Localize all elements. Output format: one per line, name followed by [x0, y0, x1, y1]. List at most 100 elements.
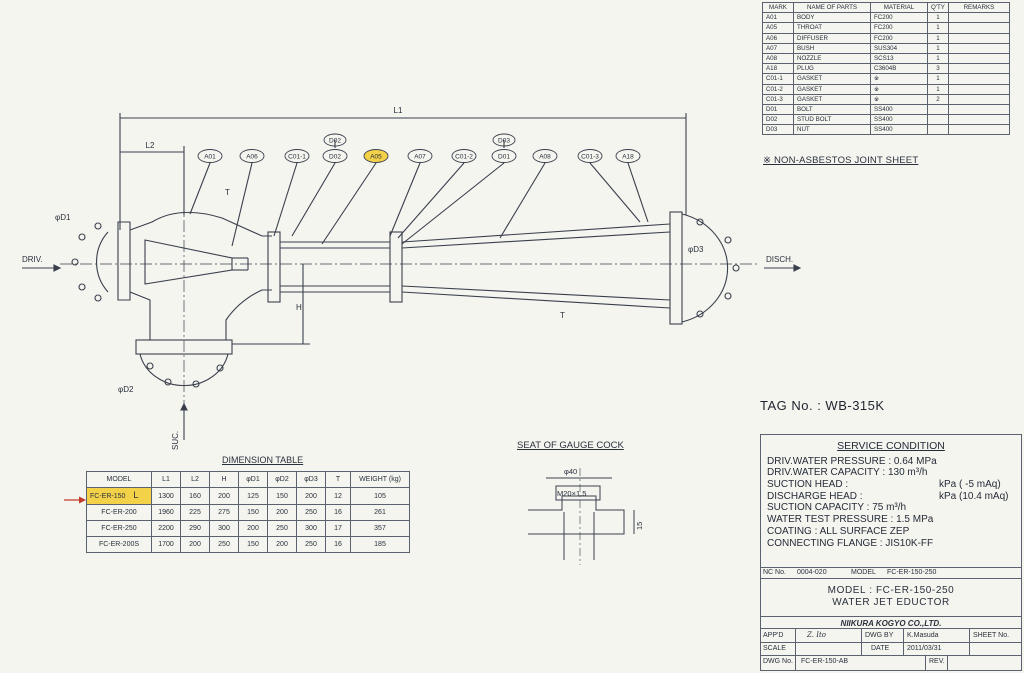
dimension-cell: FC-ER-150 L: [86, 487, 152, 505]
parts-cell: C01-2: [762, 83, 794, 95]
parts-cell: ※: [870, 73, 928, 85]
callout-bubble: [197, 149, 223, 163]
body-upper: [129, 211, 272, 237]
parts-cell: NUT: [793, 124, 871, 136]
parts-cell: D03: [762, 124, 794, 136]
parts-cell: [947, 52, 1010, 65]
service-condition-row: SUCTION HEAD :kPa ( -5 mAq): [761, 479, 1021, 491]
dimension-cell: 1300: [151, 487, 181, 505]
dimension-cell: 300: [296, 520, 326, 537]
parts-cell: [947, 22, 1010, 34]
service-condition-row: DRIV.WATER PRESSURE : 0.64 MPa: [761, 456, 1021, 468]
service-condition-value: kPa (10.4 mAq): [939, 490, 1009, 502]
callout-bubble: [492, 133, 516, 147]
parts-cell: C01-1: [762, 73, 794, 85]
dimension-cell: 16: [325, 504, 351, 521]
flow-driv-label: DRIV.: [22, 255, 43, 264]
nc-no-value: 0004-020: [797, 569, 827, 576]
parts-cell: [947, 114, 1010, 126]
model-value: FC-ER-150-250: [887, 569, 937, 576]
dim-t-label-bottom: T: [560, 311, 565, 320]
dimension-header-cell: H: [209, 471, 239, 488]
parts-cell: BUSH: [793, 42, 871, 54]
parts-cell: GASKET: [793, 73, 871, 85]
parts-cell: D02: [762, 114, 794, 126]
gauge-depth-label: 15: [635, 522, 644, 530]
company-name: NIIKURA KOGYO CO.,LTD.: [761, 616, 1021, 629]
callout-label: C01-1: [288, 154, 306, 161]
dimension-cell: 150: [238, 536, 268, 553]
dimension-cell: 275: [209, 504, 239, 521]
dimension-cell: 290: [180, 520, 210, 537]
parts-cell: SS400: [870, 114, 928, 126]
dimension-header-cell: φD3: [296, 471, 326, 488]
parts-cell: ※: [870, 83, 928, 95]
dimension-cell: FC-ER-200: [86, 504, 152, 521]
parts-cell: [947, 124, 1010, 136]
parts-cell: [947, 93, 1010, 105]
parts-cell: NOZZLE: [793, 52, 871, 65]
gauge-thread-label: M20×1.5: [557, 489, 586, 498]
callout-bubble: [577, 149, 603, 163]
parts-cell: 1: [927, 12, 949, 24]
parts-cell: PLUG: [793, 63, 871, 75]
dimension-cell: 125: [238, 487, 268, 505]
callout-bubble: [284, 149, 310, 163]
dimension-cell: 200: [267, 536, 297, 553]
parts-cell: BODY: [793, 12, 871, 24]
dimension-header-cell: T: [325, 471, 351, 488]
callout-label: A08: [539, 154, 551, 161]
parts-cell: GASKET: [793, 83, 871, 95]
dimension-cell: 225: [180, 504, 210, 521]
dimension-cell: 1700: [151, 536, 181, 553]
dim-d1-label: φD1: [55, 213, 71, 222]
parts-header-cell: MARK: [762, 1, 794, 14]
parts-cell: A07: [762, 42, 794, 54]
gauge-cock-title: SEAT OF GAUGE COCK: [517, 440, 624, 451]
parts-cell: C3604B: [870, 63, 928, 75]
sheet-no-label: SHEET No.: [973, 632, 1010, 639]
dimension-cell-model: FC-ER-150: [90, 493, 126, 500]
dimension-cell: FC-ER-250: [86, 520, 152, 537]
service-condition-row: SUCTION CAPACITY : 75 m³/h: [761, 502, 1021, 514]
parts-cell: SS400: [870, 103, 928, 116]
body-lower: [129, 289, 272, 340]
parts-cell: ※: [870, 93, 928, 105]
parts-cell: [927, 103, 949, 116]
parts-cell: C01-3: [762, 93, 794, 105]
dimension-cell: 12: [325, 487, 351, 505]
service-condition-row: DRIV.WATER CAPACITY : 130 m³/h: [761, 467, 1021, 479]
row-mark: L: [133, 490, 139, 500]
dimension-cell: 150: [238, 504, 268, 521]
callout-bubble: [322, 149, 348, 163]
callout-label: A05: [370, 154, 382, 161]
callout-bubble: [615, 149, 641, 163]
service-condition-title: SERVICE CONDITION: [837, 440, 945, 452]
parts-cell: FC200: [870, 22, 928, 34]
dimension-header-cell: WEIGHT (kg): [350, 471, 410, 488]
scale-label: SCALE: [763, 645, 786, 652]
parts-cell: 1: [927, 52, 949, 65]
parts-cell: [927, 124, 949, 136]
dimension-cell: 1960: [151, 504, 181, 521]
callout-label: C01-2: [455, 154, 473, 161]
throat-flange-left: [267, 231, 281, 303]
parts-cell: D01: [762, 103, 794, 116]
callout-bubble: [407, 149, 433, 163]
dimension-cell: 250: [296, 504, 326, 521]
dwg-no-label: DWG No.: [763, 658, 793, 665]
parts-cell: SS400: [870, 124, 928, 136]
callout-label: A18: [622, 154, 634, 161]
parts-cell: 1: [927, 32, 949, 44]
dimension-cell: 200: [267, 504, 297, 521]
parts-cell: [947, 83, 1010, 95]
date-value: 2011/03/31: [907, 645, 942, 652]
dimension-header-cell: L2: [180, 471, 210, 488]
